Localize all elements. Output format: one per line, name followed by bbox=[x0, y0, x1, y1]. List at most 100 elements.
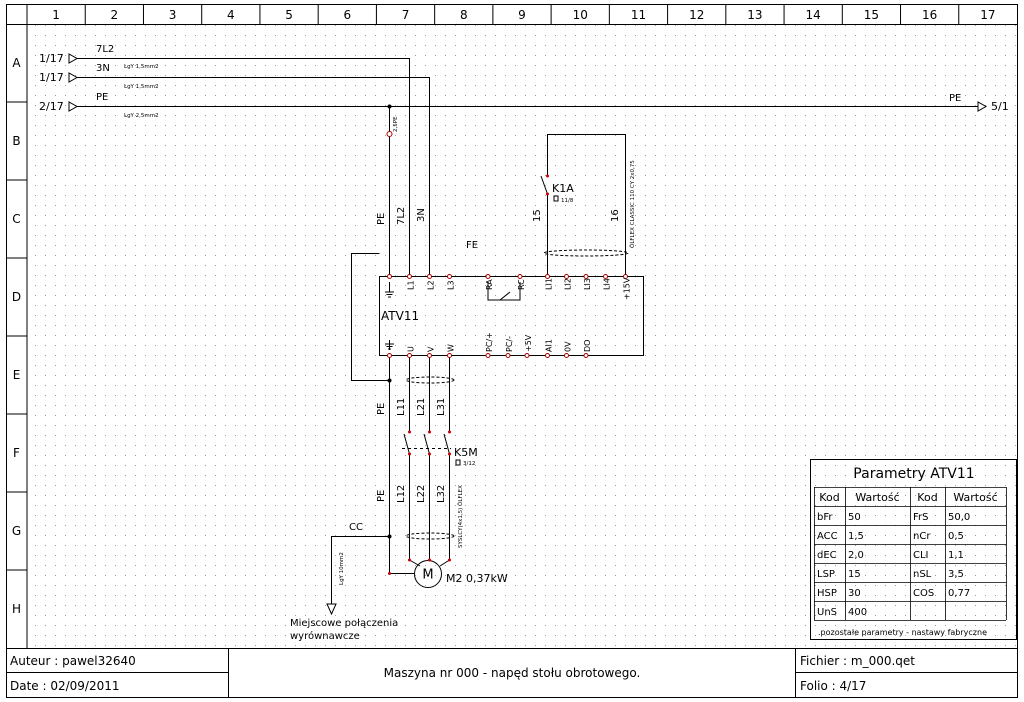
param-cell: FrS bbox=[913, 512, 928, 523]
motor-cable-spec: SYSLCY(4x1,5) ÖLFLEX bbox=[457, 485, 464, 548]
fe-label: FE bbox=[466, 240, 478, 251]
param-cell: UnS bbox=[817, 607, 837, 618]
titleblock-file: Fichier : m_000.qet bbox=[800, 654, 915, 668]
cable-label-3: LgY 2,5mm2 bbox=[124, 113, 159, 119]
control-cable-label: ÖLFLEX CLASSIC 110 CY 2x0,75 bbox=[629, 160, 636, 248]
column-number: 12 bbox=[689, 8, 704, 22]
top-terminal-label: L3 bbox=[447, 280, 456, 290]
row-letter: D bbox=[12, 290, 21, 304]
param-cell: nSL bbox=[913, 569, 932, 580]
k1a-ref: 11/8 bbox=[561, 198, 574, 204]
top-terminal-label: RA bbox=[485, 279, 494, 290]
bottom-terminal-label: W bbox=[447, 344, 456, 352]
terminal-dot bbox=[427, 353, 432, 358]
motor-symbol bbox=[414, 560, 442, 588]
column-number: 1 bbox=[52, 8, 60, 22]
motor-symbol-letter: M bbox=[422, 568, 433, 583]
k5m-pole-3 bbox=[443, 433, 450, 455]
junctions bbox=[387, 104, 392, 539]
drive-earth-top bbox=[385, 282, 394, 298]
param-cell: 15 bbox=[848, 569, 861, 580]
pe-tap-label: 2,5PE bbox=[393, 116, 399, 132]
label-pe-motor-top: PE bbox=[376, 403, 387, 415]
k5m-ref-marker bbox=[455, 459, 461, 466]
ra-rc-contact-blade bbox=[499, 291, 511, 301]
column-number: 9 bbox=[518, 8, 526, 22]
bottom-terminal-label: V bbox=[427, 346, 436, 352]
pe-tap-terminal bbox=[386, 131, 393, 137]
param-cell: dEC bbox=[817, 550, 837, 561]
k5m-pole-1 bbox=[403, 433, 410, 455]
drive-earth-bottom bbox=[385, 340, 394, 350]
ground-arrow bbox=[326, 603, 337, 616]
label-L12: L12 bbox=[396, 485, 407, 503]
terminal-dot bbox=[603, 274, 608, 279]
param-header: Kod bbox=[819, 491, 839, 504]
top-terminal-label: L1 bbox=[407, 280, 416, 290]
top-terminal-label: LI4 bbox=[603, 278, 612, 290]
k1a-name: K1A bbox=[552, 182, 574, 195]
top-terminal-label: +15V bbox=[623, 277, 632, 300]
column-number: 17 bbox=[980, 8, 995, 22]
junction-cc bbox=[387, 534, 392, 539]
param-cell: 3,5 bbox=[948, 569, 964, 580]
param-cell: 1,5 bbox=[848, 531, 864, 542]
cc-label: CC bbox=[349, 522, 363, 533]
input-ref-2: 1/17 bbox=[39, 71, 64, 84]
label-16-vertical: 16 bbox=[610, 209, 621, 222]
labels: 1/17 1/17 2/17 7L2 3N PE LgY 1,5mm2 LgY … bbox=[39, 44, 1009, 642]
top-terminal-label: LI3 bbox=[583, 278, 592, 290]
terminal-dot bbox=[485, 274, 491, 279]
param-header: Wartość bbox=[855, 491, 899, 504]
param-cell: HSP bbox=[817, 588, 837, 599]
bottom-terminal-label: PC/+ bbox=[485, 332, 494, 352]
ra-rc-contact bbox=[487, 282, 521, 301]
param-cell: 1,1 bbox=[948, 550, 964, 561]
param-table-note: .pozostałe parametry - nastawy fabryczne bbox=[818, 628, 987, 637]
output-arrow-pe bbox=[977, 101, 988, 112]
param-cell: 50,0 bbox=[948, 512, 970, 523]
row-letter: F bbox=[13, 446, 20, 460]
param-table-title: Parametry ATV11 bbox=[853, 466, 974, 482]
drive-name: ATV11 bbox=[381, 309, 419, 323]
equipot-line-2: wyrównawcze bbox=[290, 630, 360, 642]
titleblock-author: Auteur : pawel32640 bbox=[10, 654, 136, 668]
param-cell: 0,77 bbox=[948, 588, 970, 599]
k5m-ref: 3/12 bbox=[463, 461, 475, 467]
terminal-dot bbox=[564, 274, 569, 279]
row-letter: A bbox=[12, 56, 21, 70]
terminal-dot bbox=[407, 274, 412, 279]
param-header: Kod bbox=[917, 491, 937, 504]
equipot-line-1: Miejscowe połączenia bbox=[290, 618, 398, 629]
junction-pe bbox=[387, 104, 392, 109]
wiring bbox=[68, 53, 988, 616]
fe-wire bbox=[351, 253, 390, 381]
terminal-dot bbox=[517, 274, 523, 279]
net-label-7L2: 7L2 bbox=[96, 44, 114, 55]
param-cell: 2,0 bbox=[848, 550, 864, 561]
drawing-area bbox=[27, 24, 1017, 648]
column-number: 2 bbox=[111, 8, 119, 22]
bottom-terminal-label: AI1 bbox=[545, 339, 554, 352]
label-L32: L32 bbox=[436, 485, 447, 503]
motor-label: M2 0,37kW bbox=[446, 572, 508, 585]
label-pe-vertical: PE bbox=[376, 213, 387, 225]
bottom-terminal-label: +5V bbox=[524, 334, 533, 352]
param-cell: ACC bbox=[817, 531, 838, 542]
column-number: 14 bbox=[806, 8, 821, 22]
terminal-dot bbox=[447, 274, 452, 279]
terminal-dot bbox=[545, 353, 550, 358]
param-cell: 400 bbox=[848, 607, 867, 618]
row-letter: E bbox=[13, 368, 21, 382]
top-terminal-label: RC bbox=[517, 279, 526, 290]
shield-motor-bottom bbox=[405, 532, 455, 540]
input-arrow-1 bbox=[68, 53, 79, 64]
param-table-frame bbox=[810, 459, 1017, 640]
k1a-contact-blade bbox=[540, 175, 548, 195]
terminal-dot bbox=[524, 353, 530, 358]
bottom-terminal-label: DO bbox=[583, 340, 592, 352]
